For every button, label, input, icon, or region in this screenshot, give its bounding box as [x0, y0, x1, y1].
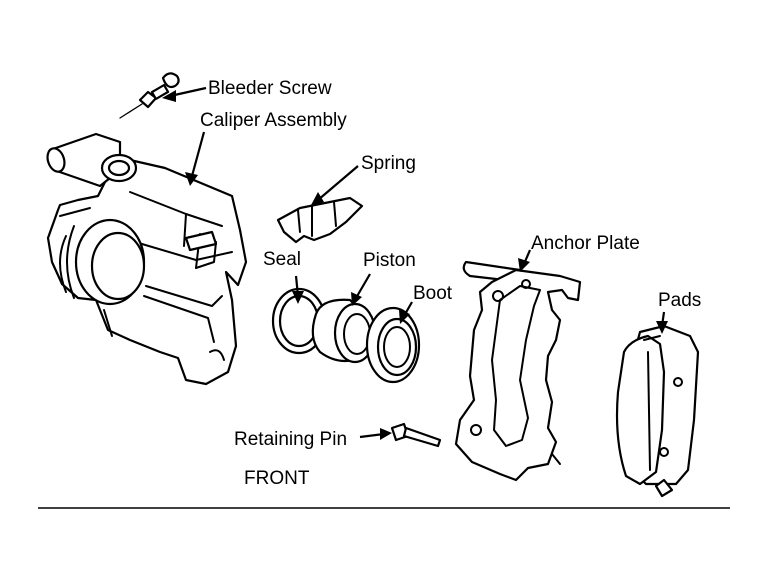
label-arrows — [162, 86, 668, 440]
bleeder-screw — [119, 72, 180, 119]
label-piston: Piston — [363, 250, 416, 271]
label-pads: Pads — [658, 290, 702, 311]
spring — [276, 196, 364, 244]
label-bleeder-screw: Bleeder Screw — [208, 78, 332, 99]
piston — [311, 298, 377, 364]
label-anchor-plate: Anchor Plate — [531, 233, 640, 254]
label-retaining-pin: Retaining Pin — [234, 429, 348, 450]
anchor-plate — [454, 260, 582, 482]
seal — [271, 287, 327, 355]
retaining-pin — [390, 422, 442, 448]
label-spring: Spring — [361, 153, 416, 174]
label-boot: Boot — [413, 283, 453, 304]
pads — [615, 324, 700, 498]
caliper-assembly — [46, 132, 248, 386]
label-front: FRONT — [244, 468, 310, 489]
label-caliper-assembly: Caliper Assembly — [200, 110, 347, 131]
label-seal: Seal — [263, 249, 302, 270]
boot — [365, 306, 421, 384]
